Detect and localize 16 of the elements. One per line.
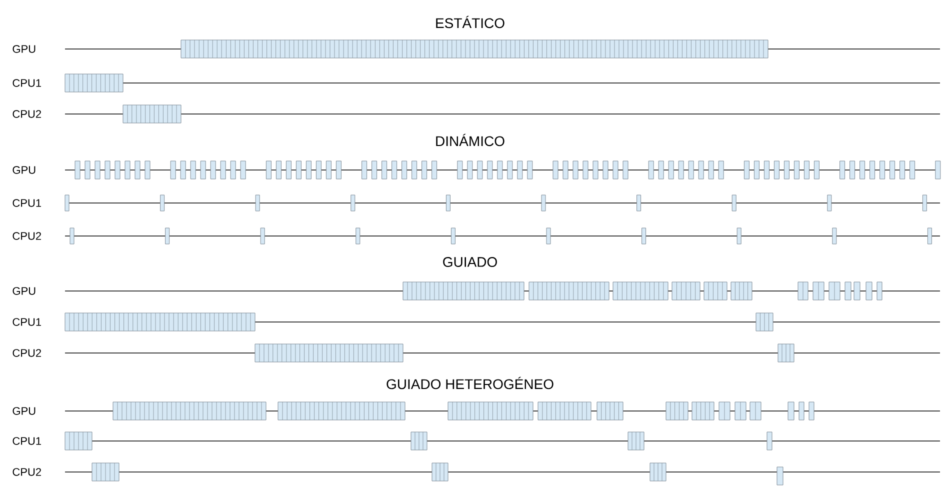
section-title: DINÁMICO xyxy=(436,134,504,146)
row-label: CPU1 xyxy=(11,317,43,327)
row-label: CPU1 xyxy=(11,78,43,88)
row-label: CPU2 xyxy=(11,231,43,241)
row-label: CPU2 xyxy=(11,109,43,119)
row-label: CPU1 xyxy=(11,436,43,446)
section-title: ESTÁTICO xyxy=(436,16,504,28)
row-label: GPU xyxy=(11,286,38,296)
row-label: CPU1 xyxy=(11,198,43,208)
section-title: GUIADO HETEROGÉNEO xyxy=(386,376,554,390)
row-label: CPU2 xyxy=(11,348,43,358)
row-label: GPU xyxy=(11,406,38,416)
row-label: CPU2 xyxy=(11,467,43,477)
row-label: GPU xyxy=(11,44,38,54)
section-title: GUIADO xyxy=(443,257,497,267)
row-label: GPU xyxy=(11,165,38,175)
